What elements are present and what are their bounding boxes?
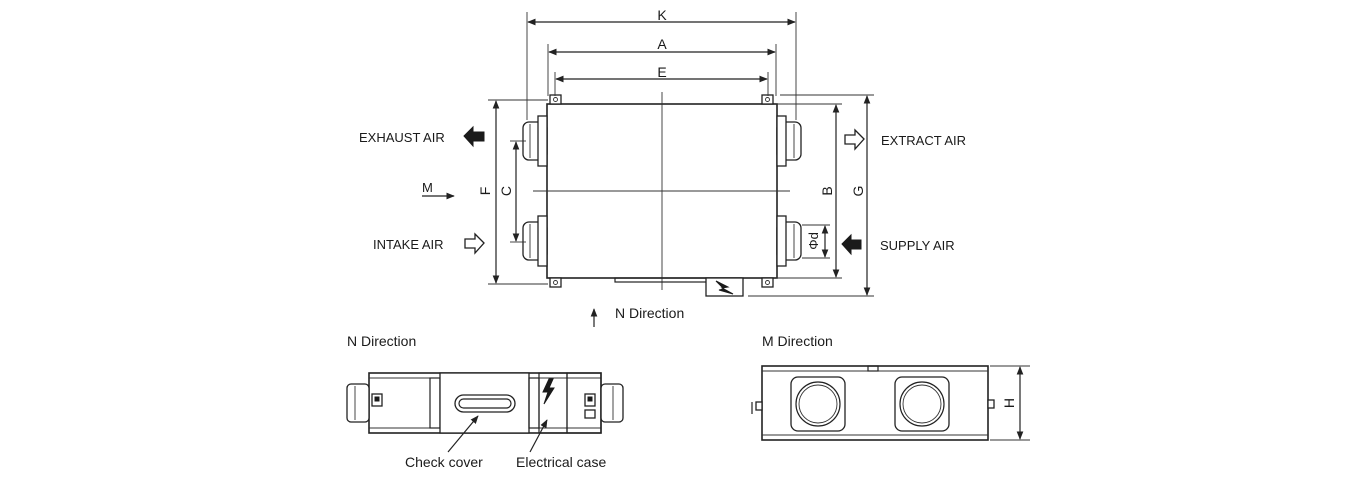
n-view-indicator: N Direction [590,305,684,327]
n-direction-title: N Direction [347,333,416,349]
extract-air-label: EXTRACT AIR [881,133,966,148]
exhaust-arrow-icon [463,125,485,148]
dimension-g-label: G [850,186,866,197]
electrical-case-label: Electrical case [516,454,606,470]
n-direction-arrow-label: N Direction [615,305,684,321]
n-direction-view: N Direction Check cover Electrical case [346,333,624,470]
dimension-b: B [776,103,842,279]
dimension-e: E [554,64,769,96]
supply-arrow-icon [841,233,862,256]
dimension-phi-d-label: Φd [806,232,821,250]
check-cover-leader [447,415,479,453]
supply-air-indicator: SUPPLY AIR [841,233,955,256]
dimension-c: C [498,140,526,243]
electrical-case-panel [538,372,568,434]
check-cover-label: Check cover [405,454,483,470]
lightning-icon [542,378,555,405]
duct-collar-left-bottom [522,215,548,267]
side-collar-left [346,383,370,423]
dimension-g: G [748,94,874,297]
electrical-box-top-view [614,277,744,297]
dimension-b-label: B [819,186,835,195]
extract-air-indicator: EXTRACT AIR [844,128,966,151]
dimension-h-label: H [1001,398,1017,408]
dimension-f: F [477,99,548,285]
lightning-icon [715,280,734,295]
mounting-brackets [549,94,774,288]
check-cover-handle [454,394,516,413]
intake-air-label: INTAKE AIR [373,237,444,252]
intake-air-indicator: INTAKE AIR [373,232,485,255]
extract-arrow-icon [844,128,865,151]
m-view-indicator: M [422,180,455,200]
duct-collar-right-bottom [776,215,802,267]
intake-arrow-icon [464,232,485,255]
dimension-e-label: E [657,64,666,80]
top-view: K A E F C [359,7,966,327]
dimension-a-label: A [657,36,667,52]
m-direction-title: M Direction [762,333,833,349]
exhaust-air-indicator: EXHAUST AIR [359,125,485,148]
electrical-case-leader [529,419,548,453]
dimension-h: H [990,365,1030,441]
m-label: M [422,180,433,195]
dimension-c-label: C [498,186,514,196]
duct-opening-left [790,376,846,432]
dimension-k-label: K [657,7,667,23]
supply-air-label: SUPPLY AIR [880,238,955,253]
duct-collar-right-top [776,115,802,167]
duct-collar-left-top [522,115,548,167]
dimension-phi-d: Φd [802,224,830,259]
dimension-a: A [547,36,777,96]
dimension-f-label: F [477,187,493,196]
dimension-k: K [526,7,797,120]
side-collar-right [600,383,624,423]
duct-opening-right [894,376,950,432]
exhaust-air-label: EXHAUST AIR [359,130,445,145]
m-direction-view: M Direction H [751,333,1030,441]
